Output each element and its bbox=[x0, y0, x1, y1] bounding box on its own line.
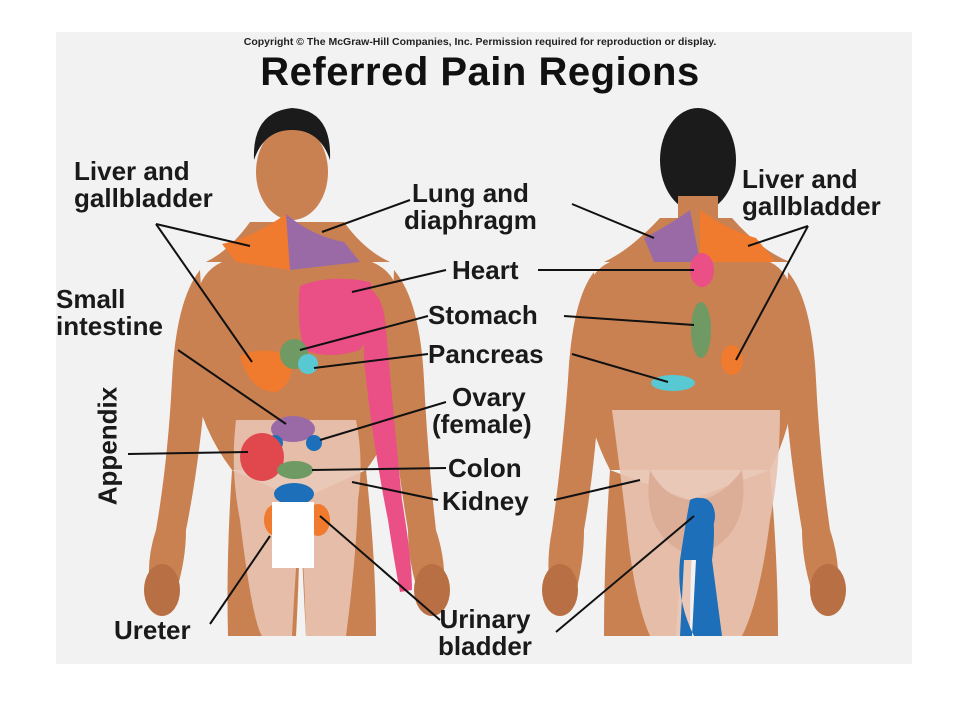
label-stomach: Stomach bbox=[428, 300, 538, 330]
label-line: Lung and bbox=[411, 178, 529, 208]
blank-label-box bbox=[272, 502, 314, 568]
label-line: Ovary bbox=[452, 382, 526, 412]
leader-lines bbox=[127, 199, 809, 633]
label-line: gallbladder bbox=[74, 183, 213, 213]
label-pancreas: Pancreas bbox=[428, 339, 544, 369]
front-figure bbox=[144, 108, 450, 636]
label-liver-gallbladder-back: Liver and gallbladder bbox=[742, 166, 881, 220]
label-liver-gallbladder-front: Liver and gallbladder bbox=[74, 158, 213, 212]
label-line: gallbladder bbox=[742, 191, 881, 221]
label-line: Urinary bbox=[439, 604, 531, 634]
label-line: bladder bbox=[438, 631, 532, 661]
page-title: Referred Pain Regions bbox=[260, 50, 700, 94]
label-line: Small bbox=[56, 284, 126, 314]
label-ovary: Ovary (female) bbox=[432, 384, 532, 438]
label-ureter: Ureter bbox=[114, 615, 191, 645]
label-line: diaphragm bbox=[404, 205, 537, 235]
label-appendix: Appendix bbox=[92, 386, 123, 506]
label-line: Liver and bbox=[742, 164, 858, 194]
label-kidney: Kidney bbox=[442, 486, 529, 516]
label-colon: Colon bbox=[448, 453, 522, 483]
back-figure bbox=[542, 108, 846, 636]
label-line: intestine bbox=[56, 311, 163, 341]
copyright-notice: Copyright © The McGraw-Hill Companies, I… bbox=[243, 36, 717, 48]
label-lung-diaphragm: Lung and diaphragm bbox=[404, 180, 537, 234]
label-urinary-bladder: Urinary bladder bbox=[438, 606, 532, 660]
label-line: Liver and bbox=[74, 156, 190, 186]
label-small-intestine: Small intestine bbox=[56, 286, 163, 340]
label-line: (female) bbox=[432, 409, 532, 439]
label-heart: Heart bbox=[452, 255, 519, 285]
